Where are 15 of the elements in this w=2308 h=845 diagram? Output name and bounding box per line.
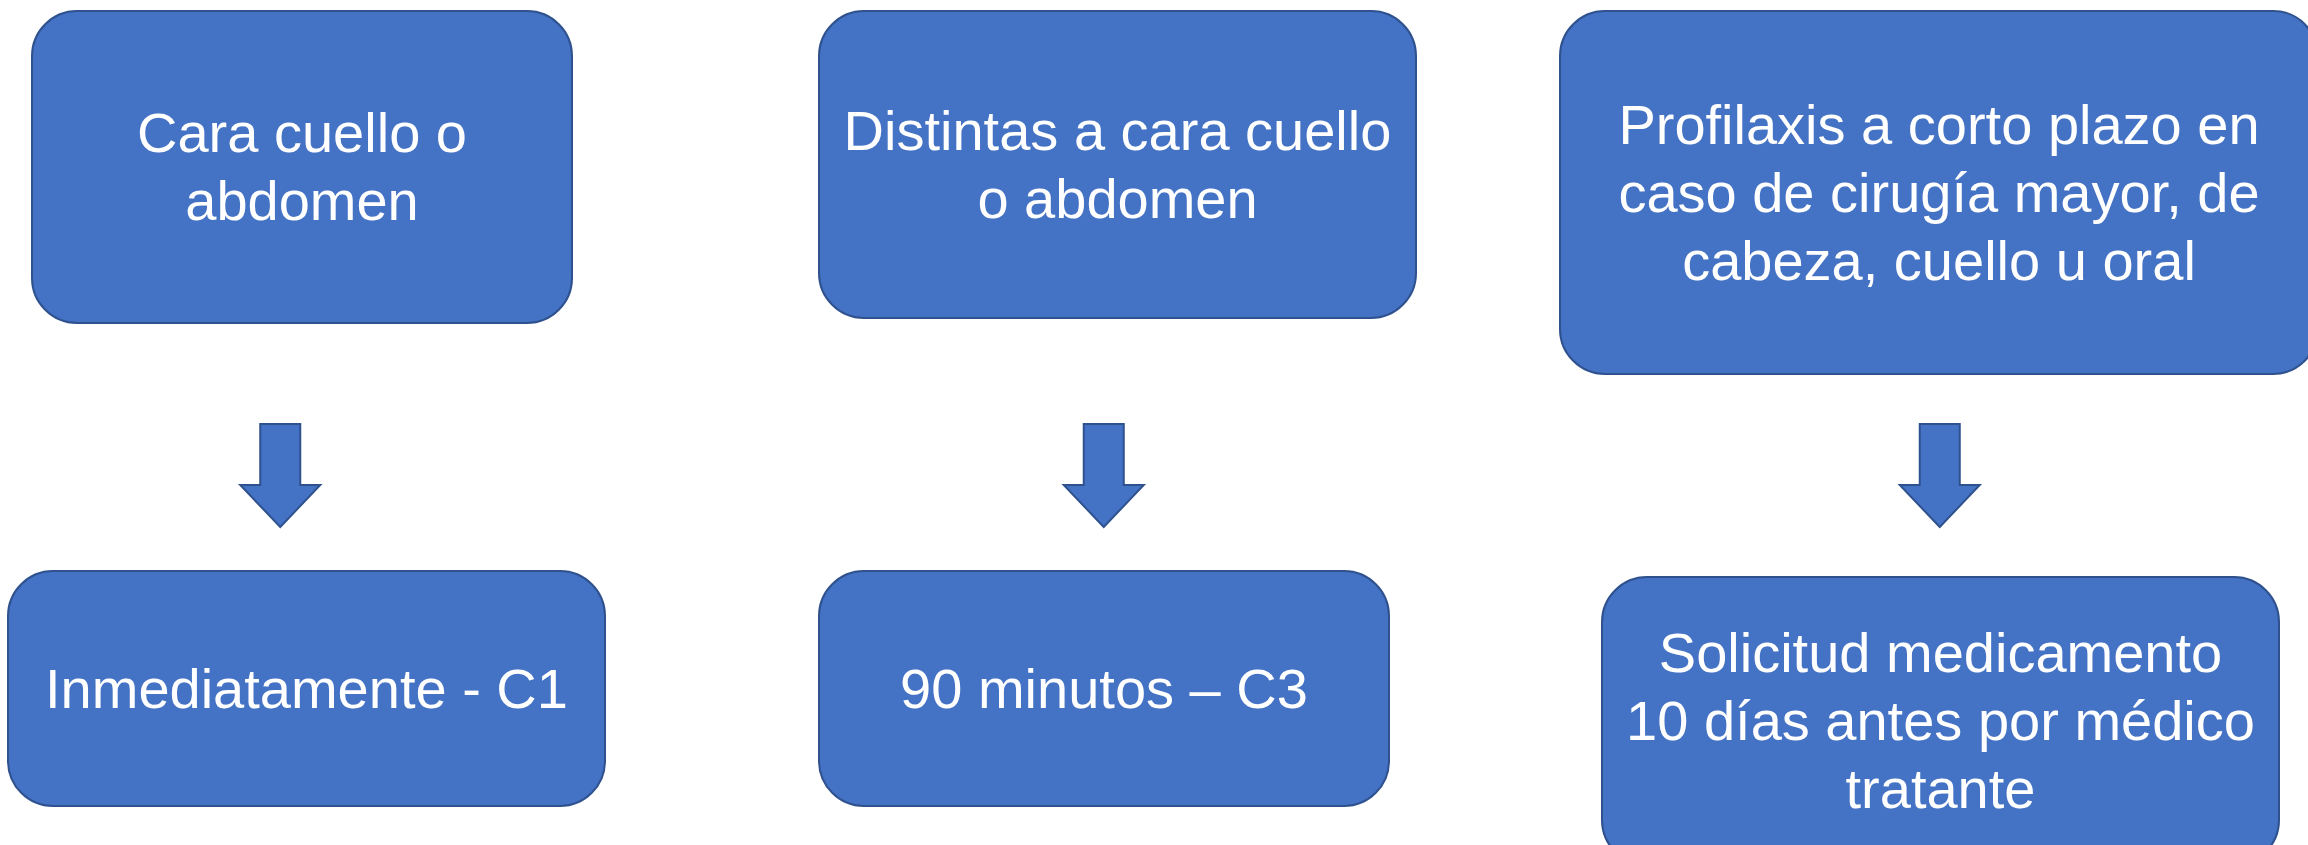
box-text: Profilaxis a corto plazo en caso de cirugía mayor, de cabeza, cuello u oral <box>1617 91 2261 294</box>
box-text: Cara cuello o abdomen <box>136 100 468 234</box>
box-text: Solicitud medicamento 10 días antes por médico tratante <box>1625 620 2256 822</box>
process-box <box>1601 576 2280 845</box>
block-arrow <box>237 423 323 529</box>
box-text: Inmediatamente - C1 <box>45 655 568 722</box>
process-box <box>818 10 1417 319</box>
process-box <box>7 570 606 807</box>
block-arrow <box>1061 423 1147 529</box>
block-arrow <box>1897 423 1983 529</box>
box-text: Distintas a cara cuello o abdomen <box>842 97 1393 232</box>
process-box <box>1559 10 2308 375</box>
process-box <box>818 570 1390 807</box>
process-box <box>31 10 573 324</box>
box-text: 90 minutos – C3 <box>900 655 1308 722</box>
